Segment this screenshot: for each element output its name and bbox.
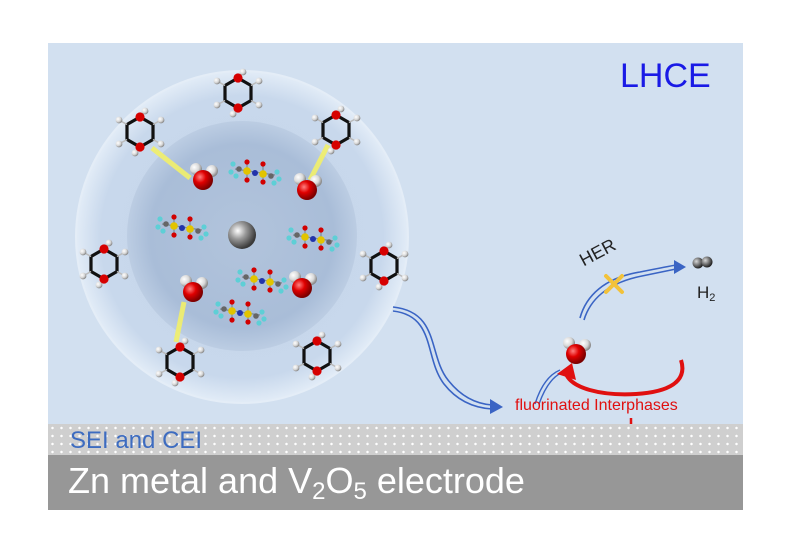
- electrode-label: Zn metal and V2O5 electrode: [68, 460, 525, 505]
- sei-cei-label: SEI and CEI: [70, 427, 203, 454]
- page-title: LHCE: [620, 57, 711, 95]
- sei-cei-layer: [48, 424, 743, 455]
- h2-label: H2: [697, 283, 716, 304]
- hydrogen-bond-lines: [150, 143, 331, 343]
- zn-ion-icon: [228, 221, 256, 249]
- water-molecule-icon: [563, 337, 591, 364]
- transport-arrow: [392, 306, 493, 410]
- electrode-layer: [48, 455, 743, 510]
- cross-mark-icon: [604, 274, 624, 294]
- her-arrow: [579, 264, 677, 321]
- h2-molecule-icon: [692, 256, 713, 269]
- interphase-label: fluorinated Interphases: [515, 397, 678, 414]
